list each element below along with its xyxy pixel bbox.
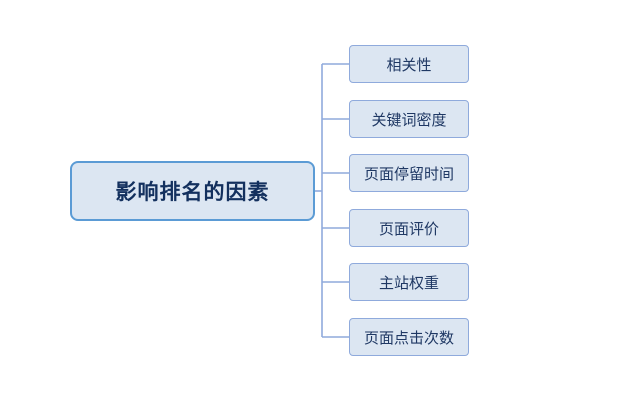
branch-node-3[interactable]: 页面停留时间 bbox=[349, 154, 469, 192]
branch-node-1[interactable]: 相关性 bbox=[349, 45, 469, 83]
branch-node-label: 主站权重 bbox=[378, 274, 439, 292]
root-node-label: 影响排名的因素 bbox=[115, 181, 270, 204]
branch-node-6[interactable]: 页面点击次数 bbox=[349, 318, 469, 356]
branch-node-label: 页面停留时间 bbox=[363, 165, 454, 183]
branch-node-label: 页面点击次数 bbox=[363, 329, 454, 347]
branch-node-5[interactable]: 主站权重 bbox=[349, 263, 469, 301]
branch-node-4[interactable]: 页面评价 bbox=[349, 209, 469, 247]
branch-node-label: 页面评价 bbox=[378, 220, 439, 238]
branch-node-2[interactable]: 关键词密度 bbox=[349, 100, 469, 138]
branch-node-label: 关键词密度 bbox=[371, 111, 447, 129]
branch-node-label: 相关性 bbox=[386, 56, 432, 74]
root-node[interactable]: 影响排名的因素 bbox=[70, 161, 315, 221]
